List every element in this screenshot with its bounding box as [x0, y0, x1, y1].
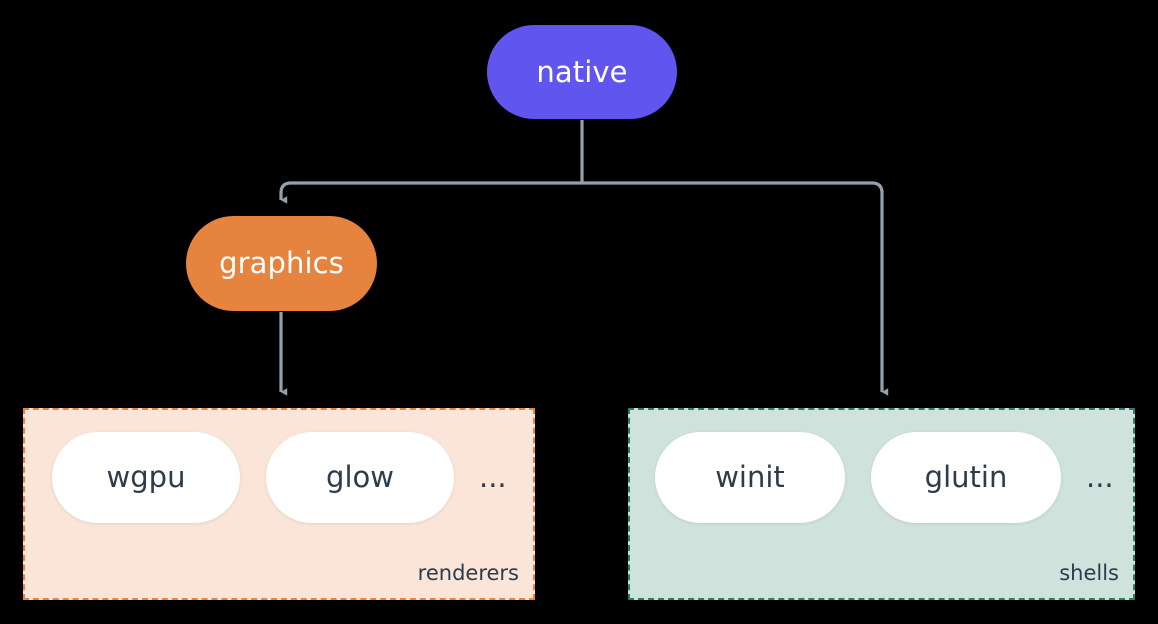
group-renderers-label: renderers	[417, 561, 519, 585]
leaf-winit-label: winit	[715, 460, 785, 494]
group-shells-label: shells	[1059, 561, 1119, 585]
leaf-glutin-label: glutin	[924, 460, 1008, 494]
group-shells-items: winit glutin ...	[630, 432, 1114, 523]
leaf-winit[interactable]: winit	[655, 432, 845, 523]
edge-native-to-shells	[582, 181, 889, 396]
leaf-wgpu[interactable]: wgpu	[52, 432, 240, 523]
leaf-glow[interactable]: glow	[266, 432, 454, 523]
group-renderers: wgpu glow ... renderers	[23, 408, 535, 600]
edge-native-to-graphics	[279, 181, 582, 204]
renderers-ellipsis: ...	[479, 460, 507, 494]
leaf-glutin[interactable]: glutin	[871, 432, 1061, 523]
leaf-wgpu-label: wgpu	[106, 460, 186, 494]
shells-ellipsis: ...	[1086, 460, 1114, 494]
node-graphics-label: graphics	[219, 246, 344, 280]
group-shells: winit glutin ... shells	[628, 408, 1135, 600]
leaf-glow-label: glow	[326, 460, 394, 494]
node-graphics[interactable]: graphics	[186, 216, 377, 311]
node-native[interactable]: native	[487, 25, 677, 119]
node-native-label: native	[536, 54, 628, 89]
group-renderers-items: wgpu glow ...	[25, 432, 507, 523]
